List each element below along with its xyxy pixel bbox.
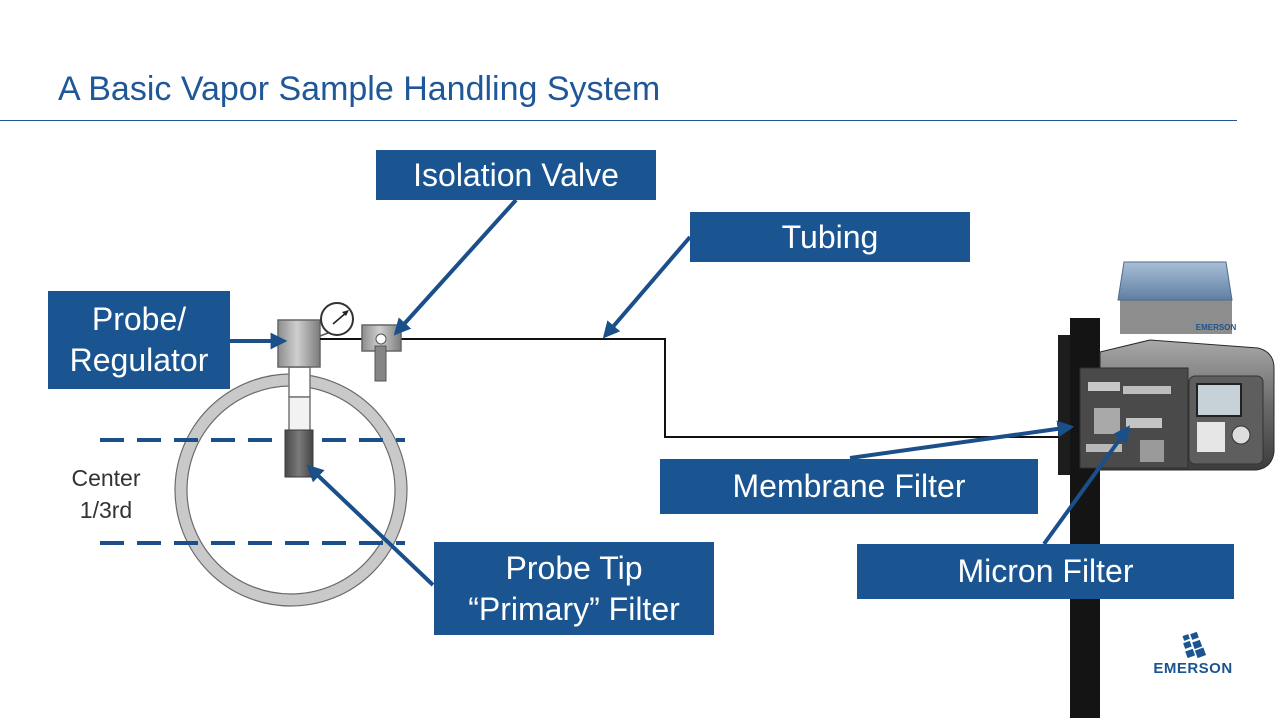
pressure-gauge-icon	[320, 302, 354, 336]
emerson-logo-text: EMERSON	[1153, 660, 1233, 677]
analyzer-fitting-1	[1088, 382, 1120, 391]
tubing-arrow	[602, 235, 692, 339]
analyzer-fitting-4	[1126, 418, 1162, 428]
micron-filter-label-text: Micron Filter	[957, 553, 1134, 590]
analyzer-fitting-2	[1123, 386, 1171, 394]
tubing-label-text: Tubing	[781, 218, 879, 255]
gas-analyzer-image: EMERSON	[1058, 261, 1275, 718]
micron-filter-arrow	[1042, 425, 1130, 546]
probe-tip-label-line2: “Primary” Filter	[468, 590, 680, 627]
probe-stem	[288, 396, 311, 433]
emerson-logo: EMERSON	[1140, 632, 1246, 680]
isolation-valve-arrow	[393, 198, 518, 336]
analyzer-fitting-6	[1086, 444, 1122, 452]
center-third-label: Center 1/3rd	[50, 462, 162, 526]
tubing-label: Tubing	[690, 212, 970, 262]
isolation-valve-port	[375, 333, 387, 345]
isolation-valve-handle	[374, 345, 387, 382]
center-third-line1: Center	[71, 465, 141, 491]
probe-tip-filter	[284, 429, 314, 478]
analyzer-keypad	[1197, 422, 1225, 452]
probe-tip-label-line1: Probe Tip	[505, 549, 643, 586]
analyzer-cap-band	[1120, 300, 1232, 334]
center-third-line2: 1/3rd	[79, 497, 133, 524]
analyzer-top-cap	[1117, 261, 1233, 301]
probe-regulator-label-line1: Probe/	[91, 301, 187, 338]
emerson-logo-mark-icon	[1182, 632, 1207, 659]
isolation-valve-label-text: Isolation Valve	[413, 156, 619, 193]
gauge-needle-head	[342, 310, 349, 316]
membrane-filter-label: Membrane Filter	[660, 459, 1038, 514]
regulator-body	[277, 319, 321, 368]
analyzer-screen	[1196, 383, 1242, 417]
probe-regulator-label: Probe/ Regulator	[48, 291, 230, 389]
analyzer-fitting-3	[1094, 408, 1120, 434]
analyzer-fitting-5	[1140, 440, 1164, 462]
membrane-filter-label-text: Membrane Filter	[732, 468, 966, 505]
gauge-stem	[319, 332, 329, 337]
analyzer-brand-text: EMERSON	[1196, 323, 1237, 332]
probe-regulator-label-line2: Regulator	[69, 342, 209, 378]
sample-tubing-line	[320, 338, 1072, 438]
probe-tip-arrow	[306, 464, 435, 587]
membrane-filter-arrow	[849, 420, 1075, 460]
probe-tip-label: Probe Tip “Primary” Filter	[434, 542, 714, 635]
slide-title: A Basic Vapor Sample Handling System	[58, 70, 661, 108]
isolation-valve-label: Isolation Valve	[376, 150, 656, 200]
title-divider	[0, 120, 1237, 121]
analyzer-dial	[1231, 425, 1251, 445]
micron-filter-label: Micron Filter	[857, 544, 1234, 599]
probe-stem-upper	[288, 366, 311, 398]
